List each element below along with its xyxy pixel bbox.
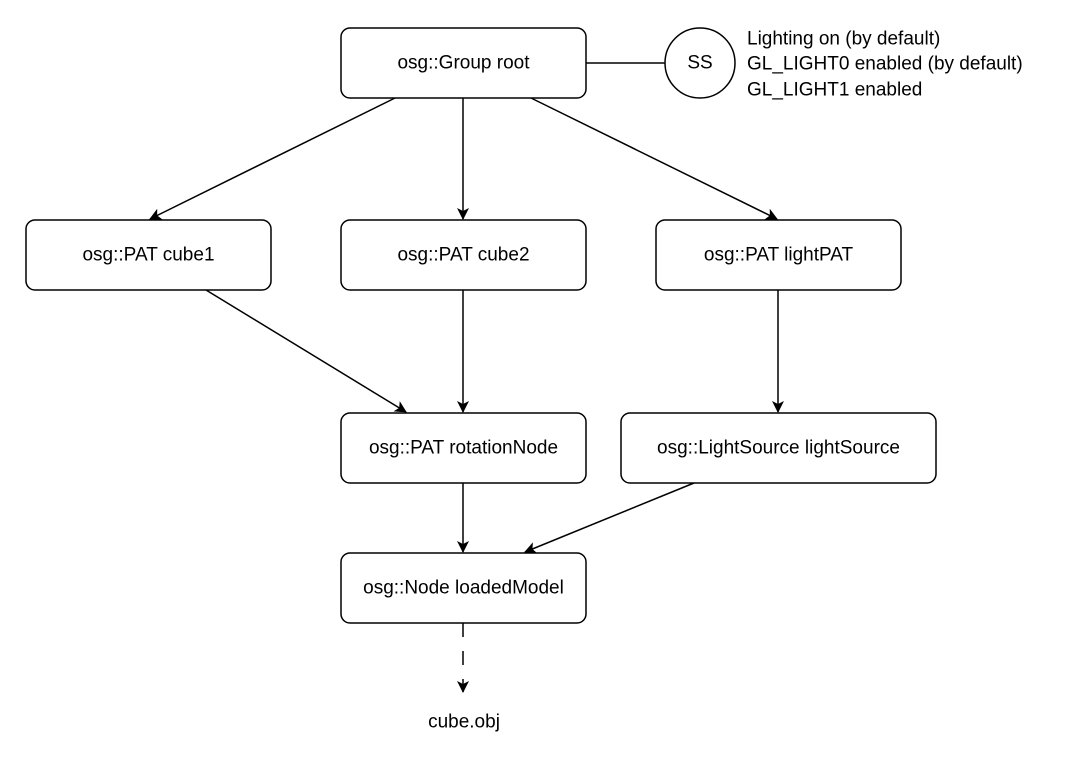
node-loadedmodel-label: osg::Node loadedModel <box>363 578 564 599</box>
node-cube2-label: osg::PAT cube2 <box>397 245 529 266</box>
edge-lightsource-to-loadedmodel <box>524 482 695 554</box>
stateset-note-line: GL_LIGHT1 enabled <box>747 80 922 101</box>
node-cube2[interactable]: osg::PAT cube2 <box>340 219 587 291</box>
stateset-note-line: GL_LIGHT0 enabled (by default) <box>747 54 1023 75</box>
node-root-label: osg::Group root <box>397 53 530 74</box>
stateset-note-line: Lighting on (by default) <box>747 29 940 50</box>
edge-root-to-lightpat <box>530 97 778 220</box>
node-loadedmodel[interactable]: osg::Node loadedModel <box>340 552 587 624</box>
edge-root-to-cube1 <box>149 97 396 220</box>
node-cube1[interactable]: osg::PAT cube1 <box>25 219 272 291</box>
node-lightpat[interactable]: osg::PAT lightPAT <box>655 219 902 291</box>
node-lightsource-label: osg::LightSource lightSource <box>657 438 900 459</box>
node-rotationnode-label: osg::PAT rotationNode <box>369 438 558 459</box>
edges-layer <box>149 62 784 693</box>
cube-file-label: cube.obj <box>428 712 500 733</box>
stateset-notes: Lighting on (by default) GL_LIGHT0 enabl… <box>747 29 1023 101</box>
stateset-label: SS <box>687 53 712 74</box>
node-rotationnode[interactable]: osg::PAT rotationNode <box>340 412 587 484</box>
node-lightpat-label: osg::PAT lightPAT <box>704 245 854 266</box>
node-lightsource[interactable]: osg::LightSource lightSource <box>620 412 937 484</box>
edge-cube1-to-rotationnode <box>205 289 407 413</box>
node-cube1-label: osg::PAT cube1 <box>82 245 214 266</box>
stateset-circle[interactable]: SS <box>664 27 736 99</box>
node-root[interactable]: osg::Group root <box>340 27 587 99</box>
